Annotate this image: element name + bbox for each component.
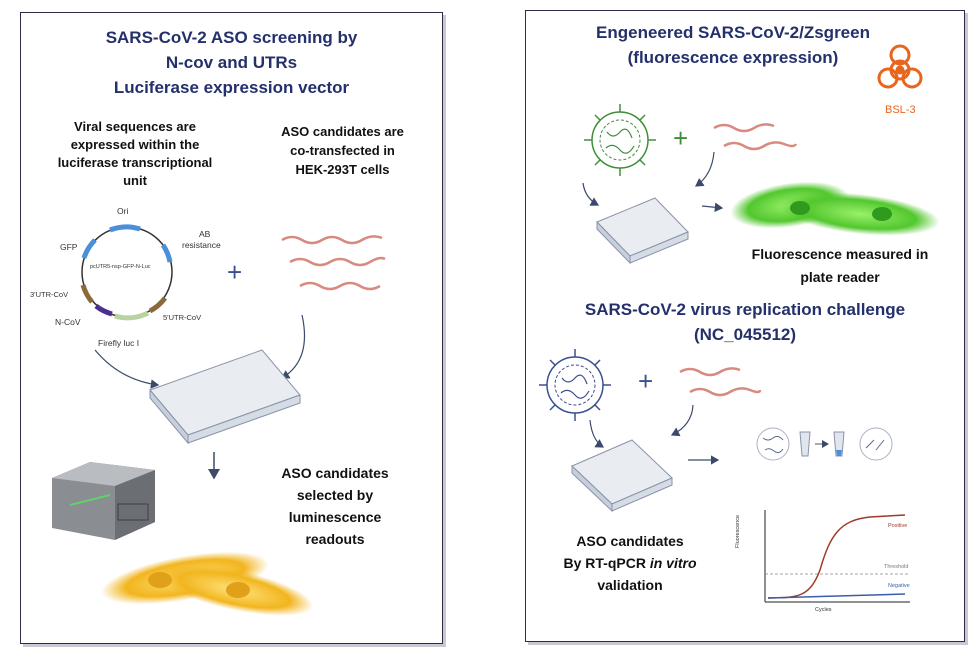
arrow-aso-to-plate [280,314,306,379]
fluorescence-measured-text: Fluorescence measured in plate reader [735,243,945,289]
left-title-line-2: N-cov and UTRs [165,53,298,72]
right-title-2: SARS-CoV-2 virus replication challenge (… [535,297,955,347]
plasmid-ab-label-2: resistance [182,240,221,250]
yellow-luminescent-cells [101,551,314,616]
graph-negative-label: Negative [888,583,910,589]
plasmid-ncov-label: N-CoV [55,317,81,327]
rt-qpcr-text: By RT-qPCR [563,555,646,571]
fluorescence-line-2: plate reader [800,269,880,285]
blue-virus-icon [539,349,611,421]
arrow-aso-to-plate-bottom [670,404,694,437]
left-aso-strands [281,235,386,291]
right-title-1-line-1: Engeneered SARS-CoV-2/Zsgreen [596,23,870,42]
plasmid-ab-label-1: AB [199,229,211,239]
green-virus-icon [584,104,656,176]
right-title-1: Engeneered SARS-CoV-2/Zsgreen (fluoresce… [548,20,918,70]
plasmid-diagram [80,224,173,321]
right-panel [525,10,965,642]
bottom-well-plate [571,439,673,513]
co-transfected-text: ASO candidates are co-transfected in HEK… [255,122,430,179]
green-fluorescent-cells [730,181,940,236]
left-title-line-1: SARS-CoV-2 ASO screening by [105,28,358,47]
right-aso-strands-bottom [679,367,762,397]
plasmid-luc-label: Firefly luc I [98,338,140,348]
plasmid-utr5-label: 5'UTR-CoV [163,313,202,322]
aso-selected-line-4: readouts [305,531,365,547]
plasmid-utr3-label: 3'UTR-CoV [30,290,69,299]
graph-xlabel: Cycles [815,607,832,613]
left-plus-sign: + [227,257,243,287]
viral-sequences-text: Viral sequences are expressed within the… [40,118,230,190]
co-transfected-line-3: HEK-293T cells [295,162,390,177]
fluorescence-line-1: Fluorescence measured in [751,246,929,262]
viral-sequences-line-4: unit [123,173,147,188]
left-panel [20,12,443,644]
right-aso-strands-top [713,123,798,151]
aso-validation-text: ASO candidates By RT-qPCR in vitro valid… [540,530,720,596]
arrow-plate-to-green-cells [701,202,724,213]
arrow-virus-to-plate-bottom [589,419,605,448]
graph-positive-label: Positive [888,523,908,529]
left-title-line-3: Luciferase expression vector [113,78,350,97]
co-transfected-line-2: co-transfected in [290,143,395,158]
qpcr-process-icons [756,427,893,461]
aso-validation-line-2: By RT-qPCR in vitro [540,552,720,574]
right-title-1-line-2: (fluorescence expression) [627,48,839,67]
bsl3-label: BSL-3 [885,104,916,116]
aso-selected-line-2: selected by [296,487,374,503]
amplification-plot [764,510,910,603]
plasmid-center-label: pcUTR5-nsp-GFP-N-Luc [90,264,151,270]
aso-selected-line-1: ASO candidates [281,465,389,481]
right-plus-sign-1: + [673,123,689,153]
luminometer-instrument [52,462,155,540]
graph-threshold-label: Threshold [884,564,909,570]
viral-sequences-line-3: luciferase transcriptional [57,155,213,170]
arrow-aso-to-plate-top [695,151,715,187]
co-transfected-line-1: ASO candidates are [281,124,404,139]
aso-validation-line-3: validation [597,577,663,593]
aso-selected-line-3: luminescence [288,509,382,525]
viral-sequences-line-2: expressed within the [70,137,200,152]
biohazard-icon [877,44,923,89]
right-plus-sign-2: + [638,366,654,396]
arrow-plasmid-to-plate [94,349,160,389]
viral-sequences-line-1: Viral sequences are [74,119,196,134]
aso-selected-text: ASO candidates selected by luminescence … [255,462,415,550]
in-vitro-text: in vitro [649,555,697,571]
right-title-2-line-1: SARS-CoV-2 virus replication challenge [584,300,906,319]
arrow-virus-to-plate [582,182,600,206]
left-well-plate [149,349,301,445]
right-title-2-line-2: (NC_045512) [693,325,797,344]
left-title: SARS-CoV-2 ASO screening by N-cov and UT… [20,25,443,100]
aso-validation-line-1: ASO candidates [576,533,684,549]
top-well-plate [596,197,689,265]
plasmid-gfp-label: GFP [60,242,78,252]
plasmid-ori-label: Ori [117,206,129,216]
